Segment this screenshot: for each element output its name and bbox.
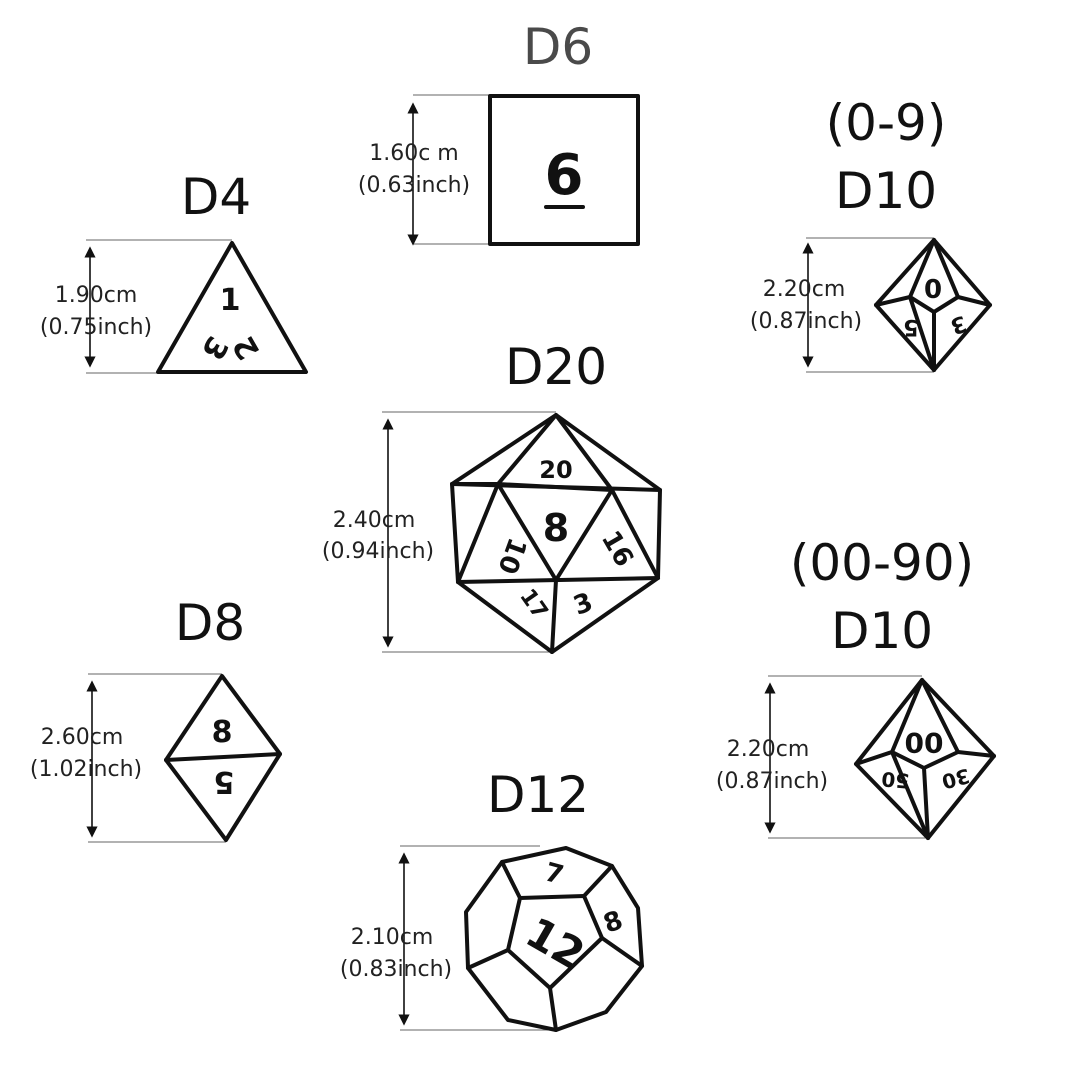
d100-face-50: 50 bbox=[880, 767, 910, 793]
d4-group: D4 1.90cm (0.75inch) 1 3 2 bbox=[40, 168, 308, 374]
d12-face-8: 8 bbox=[600, 905, 627, 939]
d4-face-1: 1 bbox=[220, 283, 241, 318]
d6-size-cm: 1.60c m bbox=[369, 141, 459, 166]
d8-group: D8 2.60cm (1.02inch) 8 5 bbox=[30, 594, 282, 843]
d6-title: D6 bbox=[523, 18, 593, 76]
d10-face-3: 3 bbox=[947, 310, 970, 339]
d6-shape bbox=[488, 94, 640, 246]
d12-title: D12 bbox=[487, 766, 589, 824]
d4-shape bbox=[156, 241, 308, 374]
d10-title: D10 bbox=[835, 162, 937, 220]
d4-size-inch: (0.75inch) bbox=[40, 315, 152, 340]
d4-size-cm: 1.90cm bbox=[55, 283, 138, 308]
d100-size-cm: 2.20cm bbox=[727, 737, 810, 762]
d4-title: D4 bbox=[181, 168, 251, 226]
d12-size-cm: 2.10cm bbox=[351, 925, 434, 950]
d100-shape bbox=[854, 678, 996, 840]
d20-size-cm: 2.40cm bbox=[333, 508, 416, 533]
d20-face-10: 10 bbox=[491, 534, 532, 578]
d8-face-8: 8 bbox=[212, 715, 233, 750]
d10-face-0: 0 bbox=[924, 275, 942, 305]
d12-face-7: 7 bbox=[541, 857, 566, 891]
d10-range: (0-9) bbox=[826, 94, 947, 152]
d8-size-cm: 2.60cm bbox=[41, 725, 124, 750]
d20-group: D20 2.40cm (0.94inch) 20 8 10 16 17 3 bbox=[322, 338, 662, 654]
d12-size-inch: (0.83inch) bbox=[340, 957, 452, 982]
d100-group: (00-90) D10 2.20cm (0.87inch) 00 50 30 bbox=[716, 534, 996, 840]
d10-size-cm: 2.20cm bbox=[763, 277, 846, 302]
d8-shape bbox=[164, 674, 282, 842]
d10-group: (0-9) D10 2.20cm (0.87inch) 0 5 3 bbox=[750, 94, 992, 373]
d100-size-inch: (0.87inch) bbox=[716, 769, 828, 794]
d20-face-3: 3 bbox=[570, 587, 597, 621]
d20-shape bbox=[450, 413, 662, 654]
d8-size-inch: (1.02inch) bbox=[30, 757, 142, 782]
d8-title: D8 bbox=[175, 594, 245, 652]
d10-face-5: 5 bbox=[903, 314, 918, 339]
d4-face-2: 2 bbox=[226, 330, 267, 366]
d20-size-inch: (0.94inch) bbox=[322, 539, 434, 564]
d20-face-17: 17 bbox=[514, 585, 552, 624]
d100-range: (00-90) bbox=[790, 534, 974, 592]
d6-size-inch: (0.63inch) bbox=[358, 173, 470, 198]
d12-group: D12 2.10cm (0.83inch) 7 12 8 bbox=[340, 766, 644, 1032]
d100-title: D10 bbox=[831, 602, 933, 660]
d20-face-20: 20 bbox=[539, 456, 572, 484]
d20-face-8: 8 bbox=[543, 506, 569, 550]
d8-face-5: 5 bbox=[214, 764, 235, 799]
d6-face-6: 6 bbox=[545, 143, 584, 208]
d10-shape bbox=[874, 238, 992, 372]
d12-shape bbox=[464, 846, 644, 1032]
d100-face-00: 00 bbox=[905, 726, 944, 759]
d10-size-inch: (0.87inch) bbox=[750, 309, 862, 334]
d6-group: D6 1.60c m (0.63inch) 6 bbox=[358, 18, 640, 246]
d20-title: D20 bbox=[505, 338, 607, 396]
